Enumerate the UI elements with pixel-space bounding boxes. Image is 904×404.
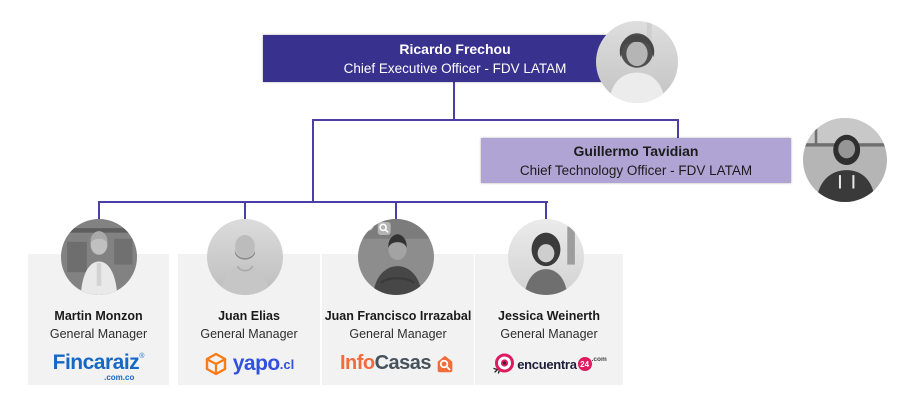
gm1-name: Martin Monzon: [54, 309, 143, 323]
fincaraiz-domain-suffix: .com.co: [104, 373, 135, 383]
yapo-logo: yapo .cl: [178, 352, 320, 376]
gm3-title: General Manager: [349, 326, 447, 341]
gm4-photo-graphic: [508, 219, 584, 295]
infocasas-wordmark-casas: Casas: [374, 352, 432, 375]
ceo-name: Ricardo Frechou: [399, 41, 511, 58]
gm3-name: Juan Francisco Irrazabal: [324, 309, 472, 323]
gm2-photo-graphic: [207, 219, 283, 295]
connector-gm4-drop: [545, 201, 547, 222]
ceo-photo: [596, 21, 678, 103]
gm4-title: General Manager: [500, 326, 598, 341]
encuentra-target-icon: [493, 353, 515, 374]
gm3-photo-graphic: [358, 219, 434, 295]
yapo-domain-suffix: .cl: [279, 356, 295, 372]
gm1-photo: [61, 219, 137, 295]
gm1-photo-graphic: [61, 219, 137, 295]
fincaraiz-logo: Fincaraiz® .com.co: [28, 352, 169, 382]
gm-card-yapo: Juan Elias General Manager yapo .cl: [178, 254, 320, 385]
connector-level1-horizontal: [312, 119, 679, 121]
registered-mark-icon: ®: [139, 353, 145, 361]
connector-mid-drop: [312, 119, 314, 203]
connector-ceo-drop: [453, 82, 455, 121]
cto-node: Guillermo Tavidian Chief Technology Offi…: [481, 138, 791, 183]
connector-gm2-drop: [244, 201, 246, 222]
gm3-photo: [358, 219, 434, 295]
encuentra-24-badge: 24: [577, 357, 592, 372]
cto-photo: [803, 118, 887, 202]
gm4-photo: [508, 219, 584, 295]
infocasas-wordmark-info: Info: [339, 352, 375, 375]
encuentra-domain-suffix: .com: [591, 356, 607, 364]
gm2-title: General Manager: [200, 326, 298, 341]
cto-name: Guillermo Tavidian: [573, 143, 699, 160]
cto-title: Chief Technology Officer - FDV LATAM: [519, 162, 753, 178]
ceo-photo-graphic: [596, 21, 678, 103]
ceo-title: Chief Executive Officer - FDV LATAM: [343, 60, 567, 76]
gm-card-encuentra24: Jessica Weinerth General Manager encuent…: [475, 254, 623, 385]
yapo-wordmark: yapo: [232, 352, 281, 376]
gm2-photo: [207, 219, 283, 295]
connector-gm1-drop: [98, 201, 100, 222]
encuentra24-logo: encuentra 24 .com: [475, 352, 623, 376]
yapo-cube-icon: [205, 353, 226, 376]
connector-level2-horizontal: [98, 201, 548, 203]
gm2-name: Juan Elias: [218, 309, 280, 323]
fincaraiz-wordmark: Fincaraiz: [52, 351, 140, 375]
connector-cto-drop: [677, 119, 679, 140]
encuentra-wordmark: encuentra: [517, 356, 577, 372]
gm1-title: General Manager: [49, 326, 148, 341]
connector-gm3-drop: [395, 201, 397, 222]
ceo-node: Ricardo Frechou Chief Executive Officer …: [263, 35, 647, 82]
gm4-name: Jessica Weinerth: [498, 309, 600, 323]
cto-photo-graphic: [803, 118, 887, 202]
infocasas-house-search-icon: [437, 355, 453, 372]
